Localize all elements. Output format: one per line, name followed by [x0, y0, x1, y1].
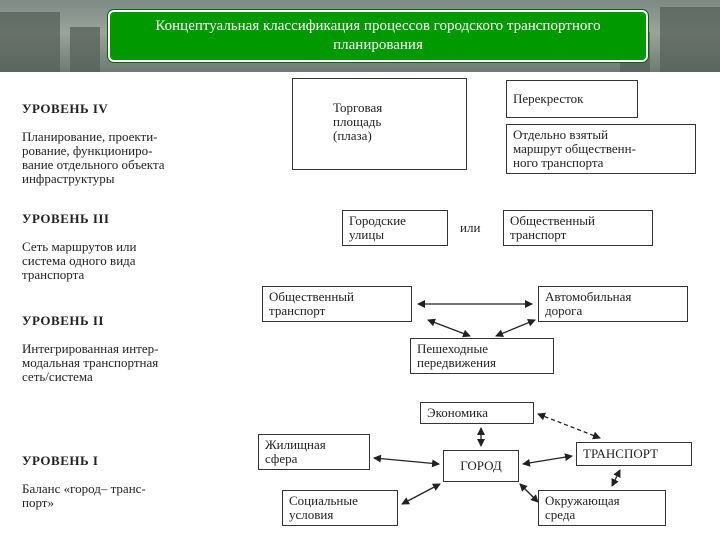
- level-iv-heading: УРОВЕНЬ IV: [22, 101, 109, 116]
- crossroad-box: Перекресток: [506, 80, 638, 118]
- or-text: или: [460, 220, 481, 235]
- level-ii-description: Интегрированная интер- модальная транспо…: [22, 341, 159, 384]
- pedestrian-box: Пешеходные передвижения: [410, 338, 554, 374]
- city-box: ГОРОД: [443, 450, 519, 482]
- streets-box: Городские улицы: [342, 210, 448, 246]
- road-box: Автомобильная дорога: [538, 286, 688, 322]
- public-transport-box-iii: Общественный транспорт: [503, 210, 653, 246]
- level-ii-label: УРОВЕНЬ II Интегрированная интер- модаль…: [22, 300, 158, 384]
- arrow-city-environment: [519, 483, 539, 503]
- social-box: Социальные условия: [282, 490, 398, 526]
- arrow-economy-transport: [537, 412, 601, 440]
- transport-box: ТРАНСПОРТ: [576, 442, 692, 466]
- level-iii-description: Сеть маршрутов или система одного вида т…: [22, 239, 137, 282]
- level-iii-label: УРОВЕНЬ III Сеть маршрутов или система о…: [22, 198, 137, 282]
- level-ii-heading: УРОВЕНЬ II: [22, 313, 104, 328]
- economy-box: Экономика: [420, 402, 534, 424]
- plaza-box: Торговая площадь (плаза): [292, 78, 467, 170]
- route-box: Отдельно взятый маршрут общественн- ного…: [506, 124, 696, 174]
- public-transport-box-ii: Общественный транспорт: [262, 286, 412, 322]
- level-i-description: Баланс «город– транс- порт»: [22, 481, 146, 510]
- slide-title: Концептуальная классификация процессов г…: [108, 10, 648, 62]
- level-iii-heading: УРОВЕНЬ III: [22, 211, 110, 226]
- level-i-label: УРОВЕНЬ I Баланс «город– транс- порт»: [22, 440, 146, 510]
- arrow-city-social: [401, 483, 441, 505]
- level-iv-description: Планирование, проекти- рование, функцион…: [22, 129, 165, 186]
- level-i-heading: УРОВЕНЬ I: [22, 453, 99, 468]
- arrow-housing-city: [373, 454, 440, 468]
- environment-box: Окружающая среда: [538, 490, 666, 526]
- arrow-road-pedestrian: [495, 318, 536, 338]
- level-iv-label: УРОВЕНЬ IV Планирование, проекти- ровани…: [22, 88, 165, 186]
- arrow-public-pedestrian: [427, 318, 471, 338]
- housing-box: Жилищная сфера: [258, 434, 370, 470]
- arrow-city-transport: [522, 453, 573, 467]
- arrow-transport-environment: [611, 469, 621, 487]
